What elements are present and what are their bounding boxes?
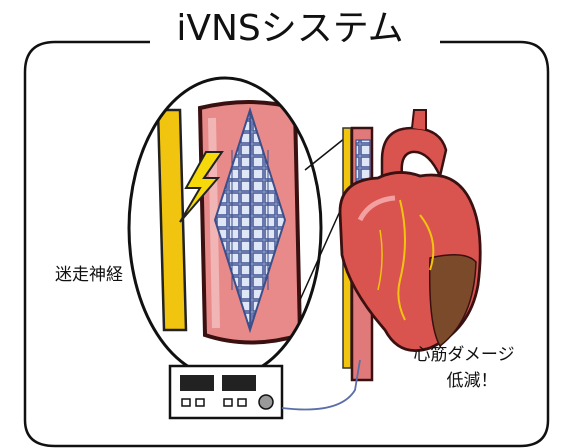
zoom-connector-top: [305, 138, 345, 170]
outcome-label-line1: 心筋ダメージ: [413, 345, 514, 365]
zoom-inset: [120, 70, 340, 390]
display-right: [222, 375, 256, 391]
stimulator-device: [170, 366, 282, 418]
heart-illustration: [340, 110, 480, 380]
damaged-region: [430, 255, 476, 346]
diagram-title: iVNSシステム: [176, 8, 403, 49]
vagus-nerve-label: 迷走神経: [55, 265, 123, 285]
outcome-label-line2: 低減！: [447, 371, 498, 391]
display-left: [180, 375, 214, 391]
knob-icon: [259, 395, 273, 409]
